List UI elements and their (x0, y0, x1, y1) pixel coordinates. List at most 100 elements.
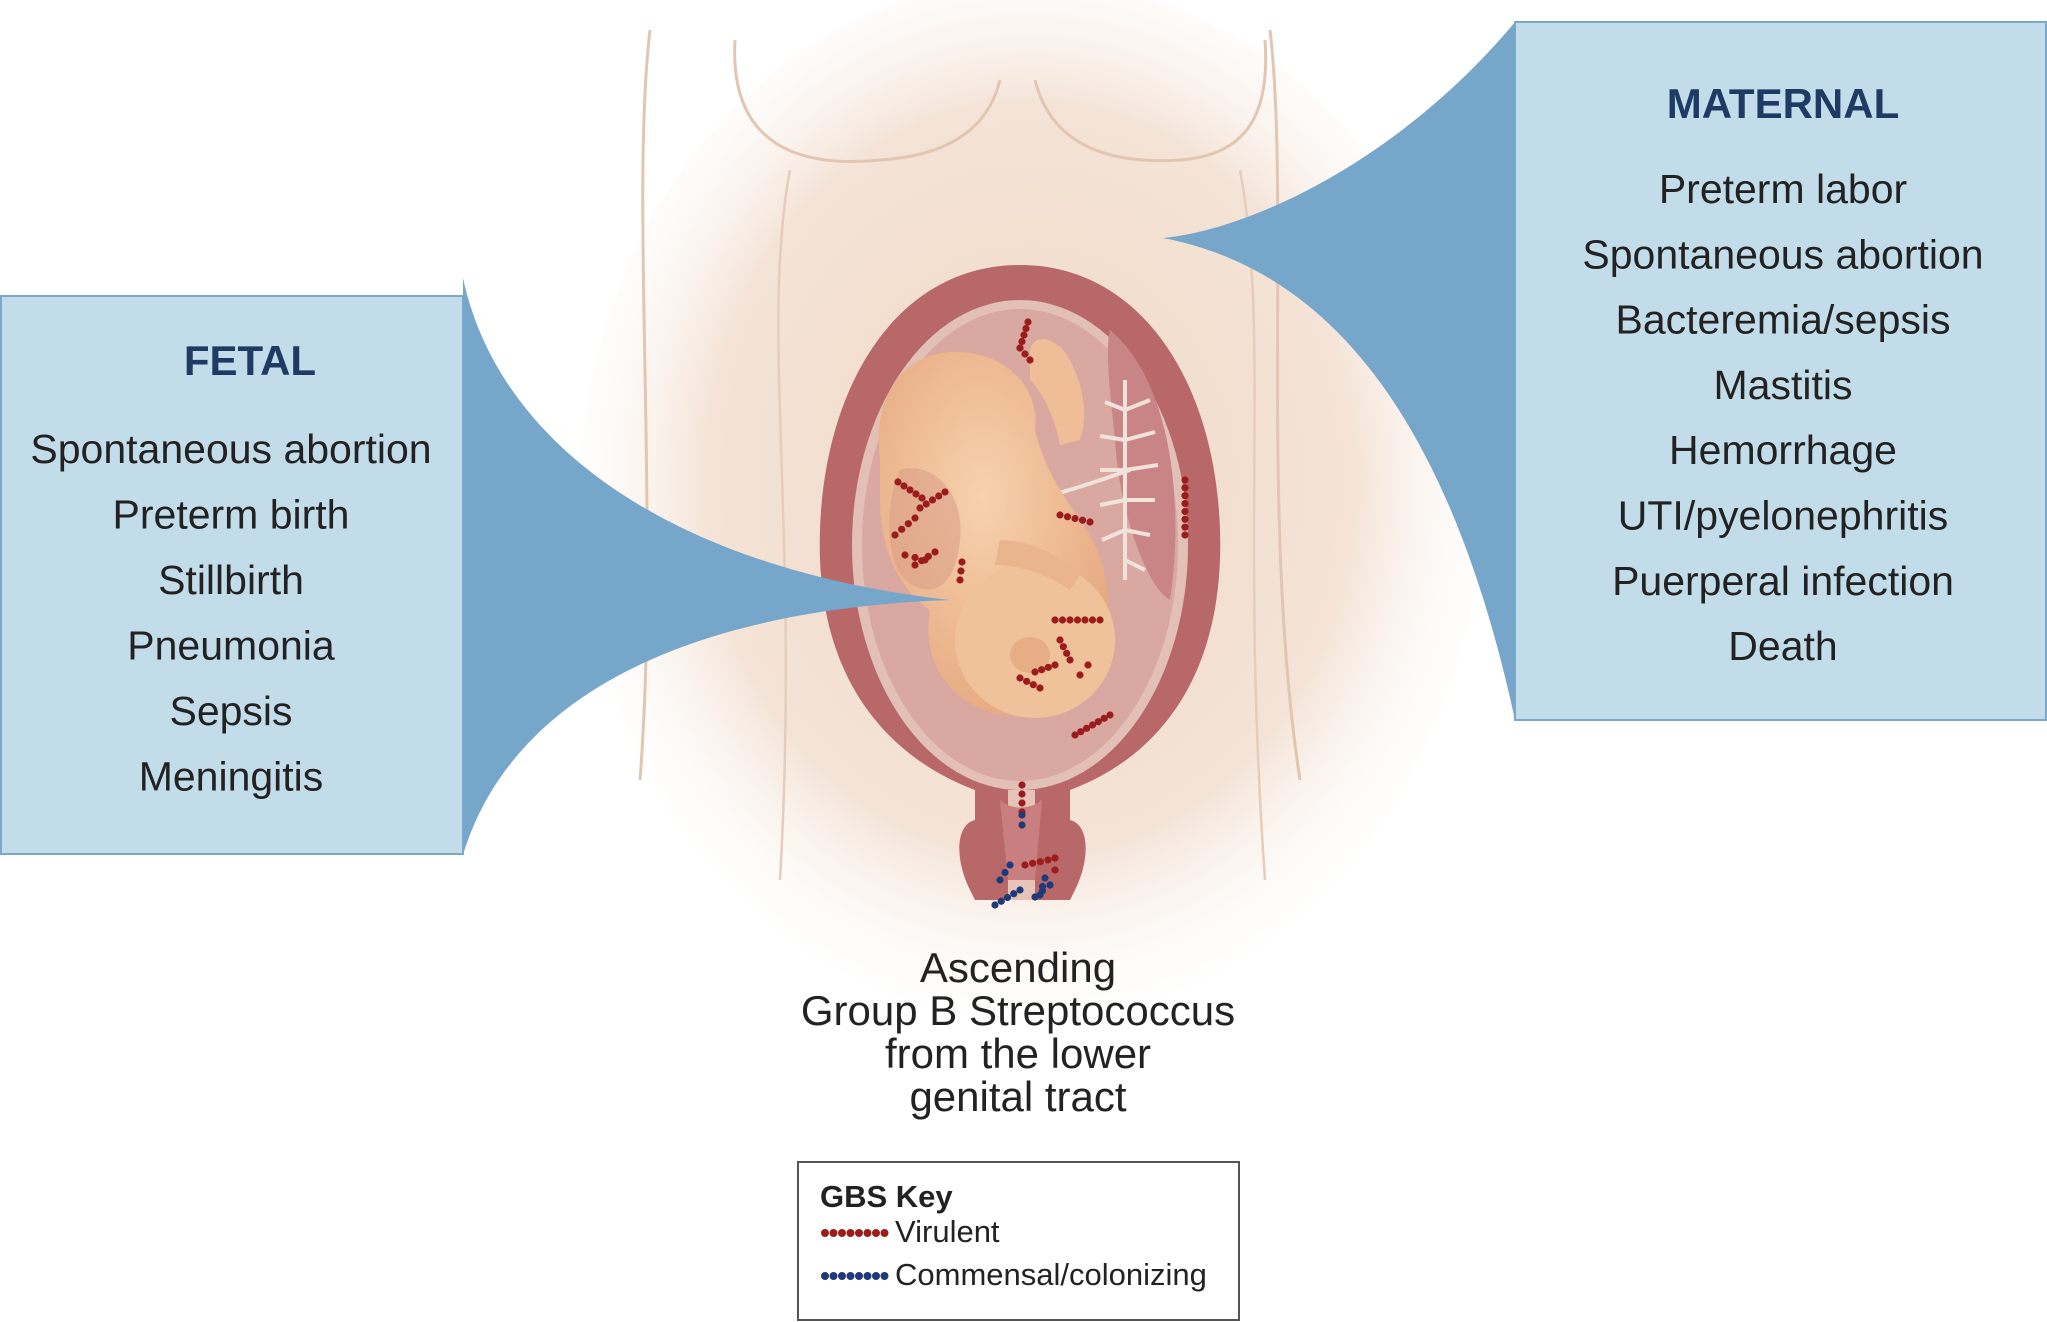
key-swatch-dot (855, 1272, 863, 1280)
gbs-dot (1051, 661, 1059, 669)
gbs-dot (1018, 821, 1026, 829)
gbs-dot (1036, 858, 1044, 866)
gbs-dot (1081, 616, 1089, 624)
key-swatch-dot (880, 1272, 889, 1280)
gbs-dot (1066, 656, 1074, 664)
key-swatch-dot (855, 1229, 863, 1237)
gbs-dot (1001, 868, 1009, 877)
key-title: GBS Key (820, 1179, 953, 1214)
gbs-dot (1016, 674, 1024, 682)
gbs-dot (1076, 671, 1084, 679)
key-swatch-dot (838, 1229, 846, 1237)
gbs-dot (1018, 337, 1026, 346)
gbs-dot (991, 901, 999, 909)
gbs-bacteria-chains (891, 318, 1189, 909)
gbs-dot (1023, 677, 1031, 685)
gbs-dot (1084, 661, 1092, 669)
fetal-callout-wedge (463, 278, 950, 855)
gbs-dot (916, 504, 924, 512)
gbs-dot (1063, 649, 1071, 657)
maternal-list-item: Hemorrhage (1669, 427, 1897, 473)
gbs-dot (1031, 893, 1039, 901)
maternal-list-item: UTI/pyelonephritis (1618, 493, 1948, 539)
gbs-dot (1018, 811, 1026, 819)
gbs-dot (1106, 711, 1114, 719)
gbs-dot (894, 478, 902, 486)
gbs-dot (1029, 859, 1037, 867)
gbs-dot (1051, 616, 1059, 624)
key-label: Commensal/colonizing (895, 1257, 1207, 1292)
gbs-dot (1024, 318, 1032, 326)
gbs-dot (1021, 861, 1029, 869)
gbs-dot (1018, 799, 1026, 807)
key-entry: Commensal/colonizing (821, 1257, 1207, 1292)
gbs-dot (1051, 866, 1059, 874)
gbs-dot (1020, 331, 1028, 339)
gbs-dot (1003, 893, 1012, 902)
gbs-dot (1046, 881, 1054, 889)
gbs-dot (1181, 515, 1189, 523)
fetal-list-item: Meningitis (139, 754, 324, 800)
gbs-dot (911, 553, 919, 562)
maternal-list-item: Puerperal infection (1612, 558, 1954, 604)
fetus-illustration (878, 339, 1115, 718)
gbs-dot (904, 520, 912, 528)
gbs-dot (1018, 781, 1026, 789)
gbs-dot (1083, 724, 1091, 732)
gbs-dot (1056, 511, 1064, 519)
gbs-dot (1021, 350, 1029, 358)
gbs-dot (957, 567, 965, 575)
gbs-dot (906, 486, 914, 494)
gbs-dot (900, 482, 908, 490)
gbs-dot (1056, 636, 1064, 644)
gbs-dot (1044, 856, 1052, 864)
gbs-dot (1088, 616, 1097, 624)
caption-line: from the lower (885, 1030, 1151, 1077)
gbs-dot (891, 531, 899, 539)
gbs-dot (1010, 890, 1018, 898)
gbs-dot (1022, 324, 1030, 333)
caption-line: genital tract (909, 1073, 1126, 1120)
key-entry: Virulent (821, 1214, 1000, 1249)
key-swatch-dot (846, 1229, 855, 1237)
gbs-dot (918, 494, 926, 502)
gbs-dot (1006, 861, 1014, 869)
key-label: Virulent (895, 1214, 1000, 1249)
gbs-dot (996, 876, 1004, 884)
key-swatch-dot (829, 1272, 838, 1280)
gbs-dot (1096, 616, 1104, 624)
gbs-dot (997, 897, 1005, 905)
key-swatch-dot (829, 1229, 838, 1237)
gbs-dot (1086, 518, 1094, 526)
gbs-dot (1031, 668, 1039, 676)
fetal-list-item: Stillbirth (158, 557, 304, 603)
maternal-list-item: Preterm labor (1659, 166, 1907, 212)
gbs-dot (921, 556, 929, 564)
gbs-dot (912, 490, 920, 498)
fetal-title: FETAL (184, 337, 316, 384)
gbs-dot (1181, 499, 1189, 508)
gbs-dot (956, 576, 964, 584)
fetal-list-item: Spontaneous abortion (30, 426, 431, 472)
gbs-dot (941, 488, 949, 496)
gbs-dot (1044, 663, 1052, 671)
gbs-dot (1181, 531, 1189, 539)
key-swatch-dot (872, 1229, 880, 1237)
gbs-dot (931, 548, 939, 556)
key-swatch-dot (821, 1272, 829, 1280)
gbs-dot (1016, 344, 1024, 352)
gbs-dot (1181, 492, 1189, 500)
fetal-list-item: Preterm birth (113, 492, 350, 538)
key-swatch-dot (838, 1272, 846, 1280)
gbs-dot (1078, 516, 1087, 524)
maternal-list-item: Spontaneous abortion (1582, 231, 1983, 277)
key-swatch-dot (872, 1272, 880, 1280)
gbs-dot (911, 514, 919, 522)
maternal-list-item: Bacteremia/sepsis (1616, 297, 1951, 343)
